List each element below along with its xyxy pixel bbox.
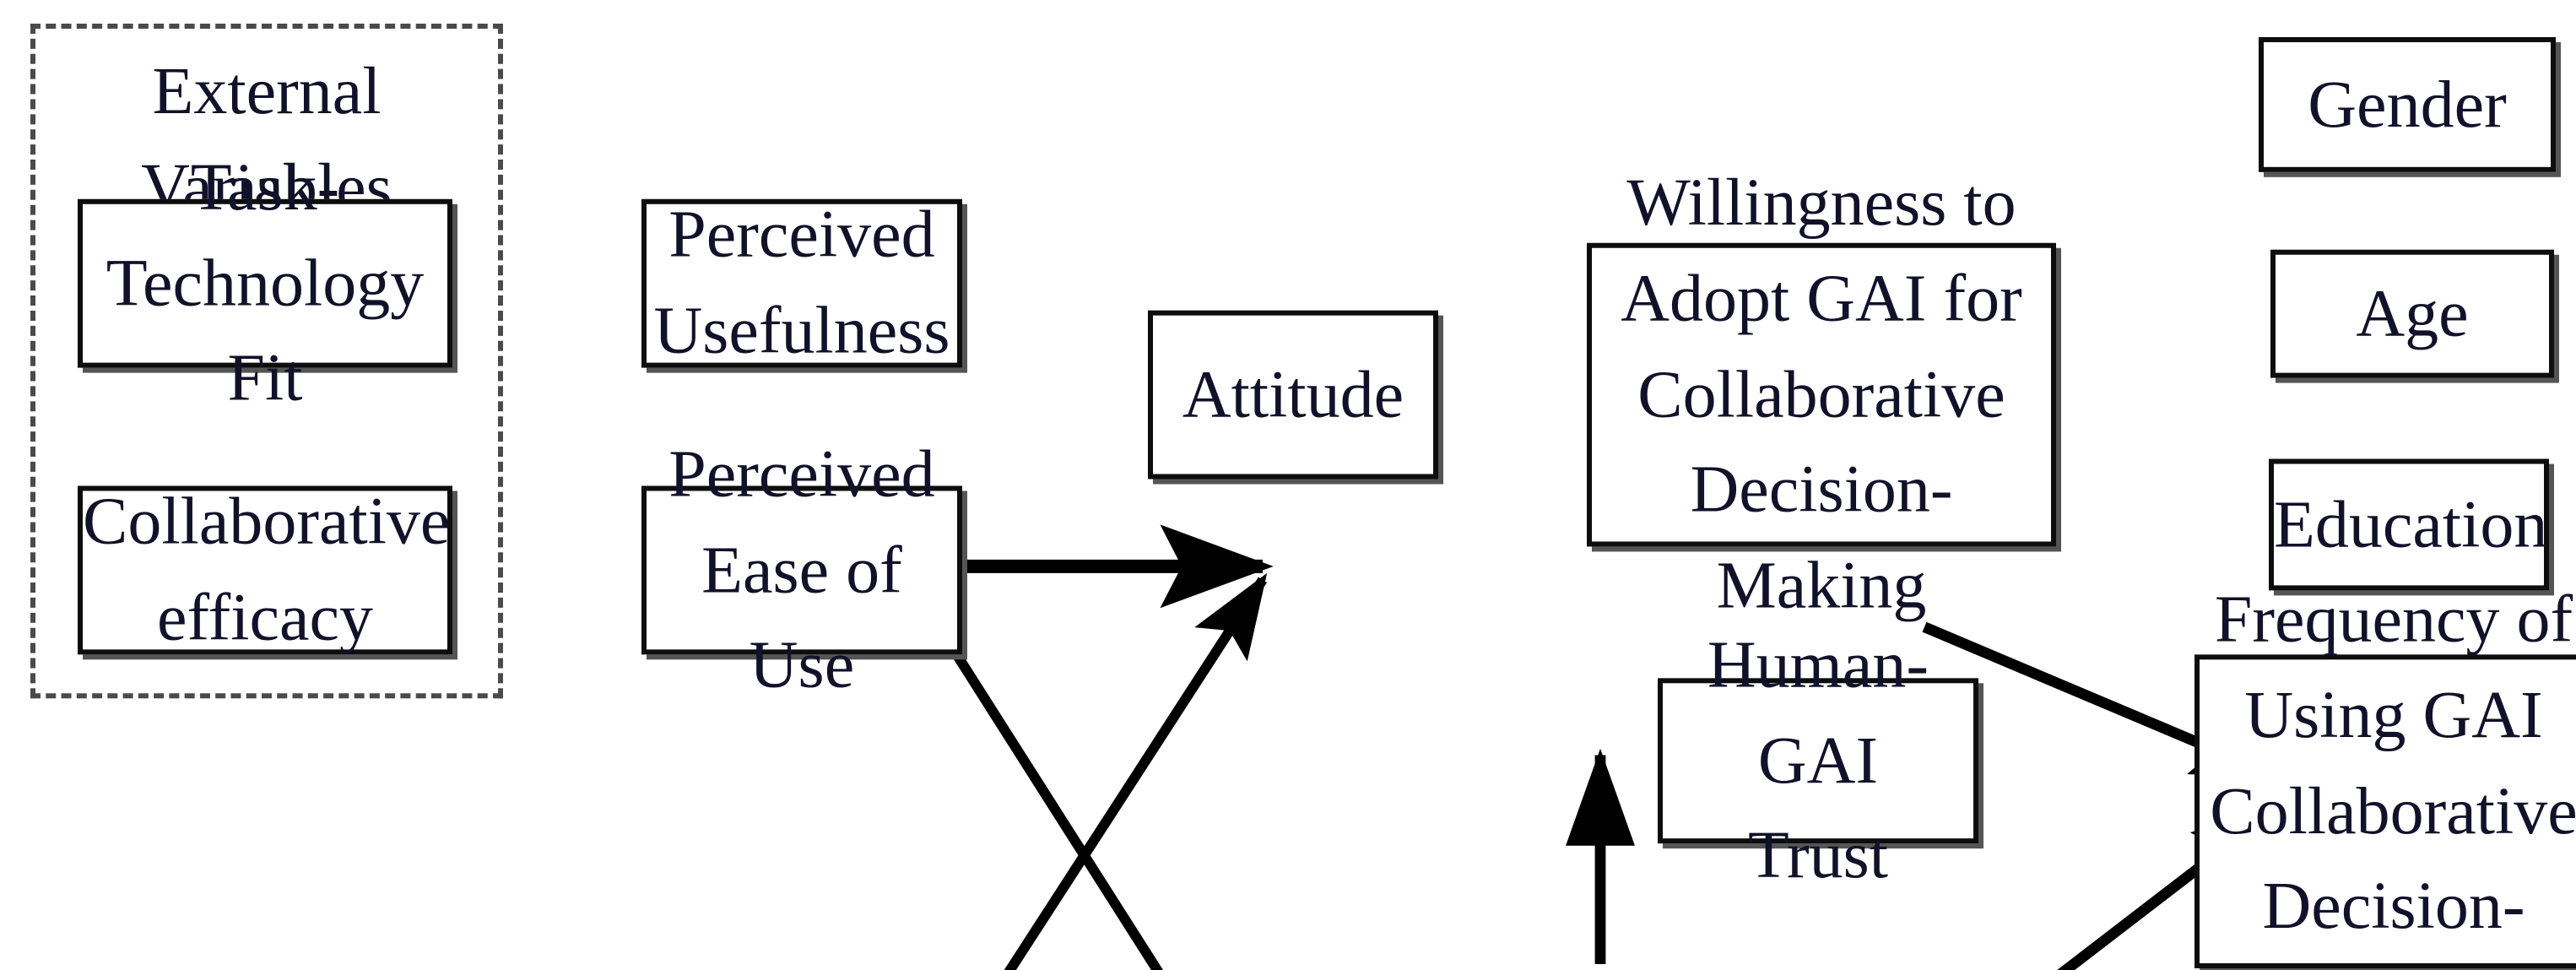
node-education[interactable]: Education: [2269, 458, 2549, 591]
node-perceived-ease-of-use-label: Perceived Ease of Use: [668, 435, 935, 703]
node-perceived-usefulness-label: Perceived Usefulness: [653, 196, 950, 368]
node-perceived-usefulness[interactable]: Perceived Usefulness: [641, 196, 962, 368]
node-human-gai-trust-label: Human-GAI Trust: [1707, 625, 1929, 893]
node-collaborative-efficacy-label: Collaborative efficacy: [83, 482, 451, 655]
node-attitude[interactable]: Attitude: [1148, 310, 1438, 480]
node-collaborative-efficacy[interactable]: Collaborative efficacy: [78, 483, 452, 655]
node-frequency-of-using-gai[interactable]: Frequency of Using GAI Collaborative Dec…: [2194, 580, 2576, 970]
node-gender-label: Gender: [2308, 65, 2507, 142]
node-human-gai-trust[interactable]: Human-GAI Trust: [1658, 626, 1978, 893]
node-task-technology-fit[interactable]: Task- Technology Fit: [78, 148, 452, 415]
node-age-label: Age: [2356, 274, 2469, 350]
external-variables-group: [30, 23, 503, 699]
node-age[interactable]: Age: [2270, 249, 2554, 378]
node-attitude-label: Attitude: [1182, 355, 1404, 431]
node-willingness-to-adopt-gai[interactable]: Willingness to Adopt GAI for Collaborati…: [1587, 164, 2056, 623]
node-perceived-ease-of-use[interactable]: Perceived Ease of Use: [641, 435, 962, 702]
node-task-technology-fit-label: Task- Technology Fit: [106, 148, 425, 416]
node-willingness-to-adopt-gai-label: Willingness to Adopt GAI for Collaborati…: [1621, 163, 2022, 623]
node-frequency-of-using-gai-label: Frequency of Using GAI Collaborative Dec…: [2210, 580, 2576, 970]
node-education-label: Education: [2274, 485, 2548, 561]
node-gender[interactable]: Gender: [2259, 36, 2556, 172]
